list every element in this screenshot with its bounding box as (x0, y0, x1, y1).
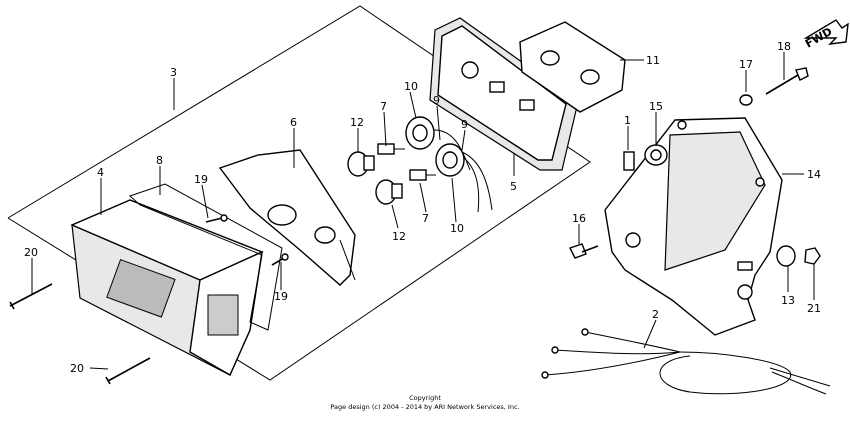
grommet-13 (776, 245, 796, 267)
bolt-20-bottom (105, 357, 151, 385)
callout-12-upper: 12 (350, 116, 364, 129)
bolt-20-left (9, 283, 53, 310)
callout-8: 8 (156, 154, 163, 167)
callout-5: 5 (510, 180, 517, 193)
wire-harness (541, 328, 831, 395)
callout-6: 6 (290, 116, 297, 129)
screw-19-lower (271, 253, 289, 266)
cover-plate (519, 21, 626, 113)
callout-18: 18 (777, 40, 791, 53)
washer-17 (739, 94, 753, 106)
callout-13: 13 (781, 294, 795, 307)
socket-plate (218, 149, 356, 286)
bolt-18 (765, 67, 809, 95)
callout-4: 4 (97, 166, 104, 179)
callout-19-upper: 19 (194, 173, 208, 186)
callout-2: 2 (652, 308, 659, 321)
tail-lens-housing (70, 199, 264, 376)
forward-arrow-icon (803, 19, 849, 45)
forward-label: FWD (803, 25, 834, 51)
callout-labels: 3 6 7 7 10 10 9 9 12 12 11 5 8 4 19 19 2… (24, 40, 821, 375)
collar-1 (623, 151, 635, 171)
leader-lines (31, 52, 815, 370)
callout-7-upper: 7 (380, 100, 387, 113)
callout-9-upper: 9 (433, 94, 440, 107)
grommet-15 (644, 144, 668, 166)
license-bracket (604, 117, 783, 336)
bolt-16 (569, 243, 599, 259)
callout-11: 11 (646, 54, 660, 67)
gasket (129, 183, 283, 331)
callout-15: 15 (649, 100, 663, 113)
callout-16: 16 (572, 212, 586, 225)
bulb-12-lower (375, 179, 403, 205)
callout-9-lower: 9 (461, 118, 468, 131)
copyright-title: Copyright (409, 394, 441, 402)
callout-1: 1 (624, 114, 631, 127)
callout-3: 3 (170, 66, 177, 79)
lamp-base-plate (429, 17, 579, 171)
callout-7-lower: 7 (422, 212, 429, 225)
callout-19-lower: 19 (274, 290, 288, 303)
socket-body-10-lower (435, 143, 493, 213)
bulb-12-upper (347, 151, 375, 177)
screw-19-upper (205, 214, 228, 223)
callout-12-lower: 12 (392, 230, 406, 243)
callout-20-bottom: 20 (70, 362, 84, 375)
callout-10-lower: 10 (450, 222, 464, 235)
callout-14: 14 (807, 168, 821, 181)
copyright-text: Page design (c) 2004 - 2014 by ARI Netwo… (330, 403, 519, 411)
socket-7-upper (377, 143, 405, 155)
nut-21 (804, 247, 821, 265)
callout-17: 17 (739, 58, 753, 71)
callout-10-upper: 10 (404, 80, 418, 93)
callout-20-left: 20 (24, 246, 38, 259)
socket-7-lower (409, 169, 436, 181)
socket-body-10-upper (405, 116, 471, 171)
callout-21: 21 (807, 302, 821, 315)
